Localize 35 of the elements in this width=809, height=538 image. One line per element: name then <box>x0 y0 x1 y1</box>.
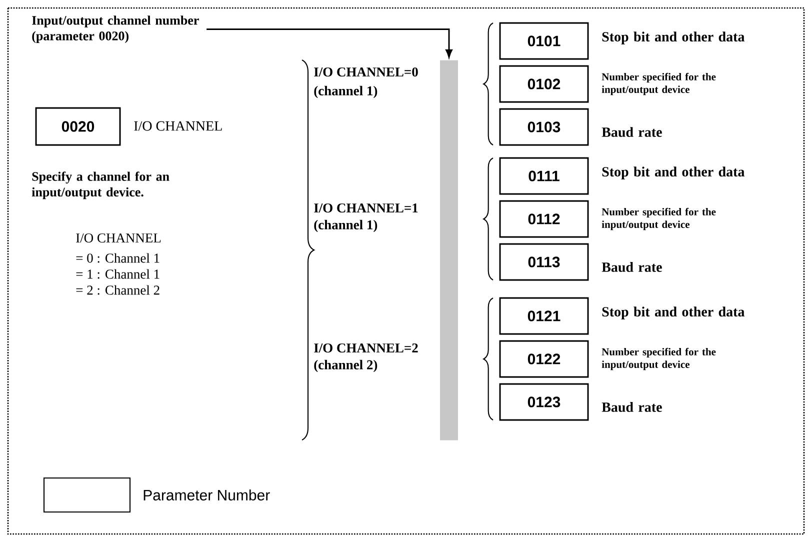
parameter-box: 0020 <box>35 107 121 146</box>
description-text: Stop bit and other data <box>602 166 744 180</box>
parameter-name: I/O CHANNEL <box>134 121 222 131</box>
description-text: Baud rate <box>602 402 662 412</box>
parameter-box: 0121 <box>499 297 589 335</box>
parameter-box: 0103 <box>499 108 589 146</box>
channel-label: I/O CHANNEL=2 <box>314 343 418 353</box>
parameter-box: 0112 <box>499 200 589 238</box>
value-list-text: I/O CHANNEL <box>76 233 161 243</box>
note-text: Specify a channel for an input/output device. <box>32 172 170 200</box>
value-list-text: = 2 : Channel 2 <box>76 285 160 295</box>
channel-label: (channel 2) <box>314 360 378 372</box>
description-text: Baud rate <box>602 127 662 137</box>
description-text: Number specified for the input/output device <box>602 348 716 370</box>
channel-label: I/O CHANNEL=0 <box>314 67 418 77</box>
channel-label: I/O CHANNEL=1 <box>314 203 418 213</box>
parameter-box: 0122 <box>499 340 589 378</box>
value-list-text: = 0 : Channel 1 <box>76 253 160 263</box>
parameter-box: 0102 <box>499 65 589 103</box>
description-text: Stop bit and other data <box>602 306 744 320</box>
description-text: Number specified for the input/output device <box>602 72 716 96</box>
channel-label: (channel 1) <box>314 86 378 98</box>
channel-label: (channel 1) <box>314 220 378 232</box>
shaded-bar <box>440 60 458 440</box>
arrow <box>206 28 452 58</box>
parameter-box: 0123 <box>499 383 589 421</box>
parameter-box: 0113 <box>499 243 589 281</box>
value-list-text: = 1 : Channel 1 <box>76 269 160 279</box>
parameter-box: 0111 <box>499 157 589 195</box>
description-text: Number specified for the input/output device <box>602 208 716 230</box>
legend-key: Parameter Number <box>43 477 270 513</box>
description-text: Stop bit and other data <box>602 32 744 44</box>
parameter-box: 0101 <box>499 22 589 60</box>
caption-text: Input/output channel number (parameter 0020) <box>32 16 199 43</box>
description-text: Baud rate <box>602 262 662 272</box>
